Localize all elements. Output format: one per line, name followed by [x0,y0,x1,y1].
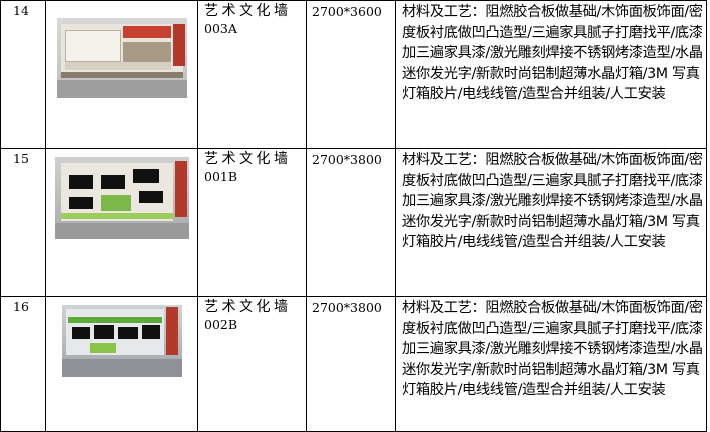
image-cell [45,148,198,297]
item-name: 艺术文化墙 [204,151,292,167]
culture-wall-thumbnail [54,157,189,239]
item-code: 001B [204,169,238,184]
description-cell: 材料及工艺：阻燃胶合板做基础/木饰面板饰面/密度板衬底做凹凸造型/三遍家具腻子打… [395,296,707,432]
size-cell: 2700*3600 [306,0,396,149]
row-number-cell: 16 [0,296,46,432]
size-cell: 2700*3800 [306,296,396,432]
culture-wall-thumbnail [61,305,182,377]
image-cell [45,296,198,432]
size-cell: 2700*3800 [306,148,396,297]
item-code: 002B [204,317,238,332]
name-cell: 艺术文化墙 002B [197,296,307,432]
image-cell [45,0,198,149]
culture-wall-thumbnail [56,18,187,98]
name-cell: 艺术文化墙 003A [197,0,307,149]
table-row: 15 艺术文化墙 001B 2700*3800 材料及工艺：阻燃胶合板做基础 [0,148,707,297]
table-row: 16 艺术文化墙 002B 2700*3800 材料及工艺：阻燃胶合板做基础/木… [0,296,707,432]
row-number-cell: 15 [0,148,46,297]
row-number-cell: 14 [0,0,46,149]
description-cell: 材料及工艺：阻燃胶合板做基础/木饰面板饰面/密度板衬底做凹凸造型/三遍家具腻子打… [395,148,707,297]
name-cell: 艺术文化墙 001B [197,148,307,297]
item-name: 艺术文化墙 [204,299,292,315]
item-code: 003A [204,21,237,36]
description-cell: 材料及工艺：阻燃胶合板做基础/木饰面板饰面/密度板衬底做凹凸造型/三遍家具腻子打… [395,0,707,149]
item-name: 艺术文化墙 [204,3,292,19]
table-row: 14 艺术文化墙 003A 2700*3600 材料及工艺：阻燃胶合板做基础/木… [0,0,707,149]
